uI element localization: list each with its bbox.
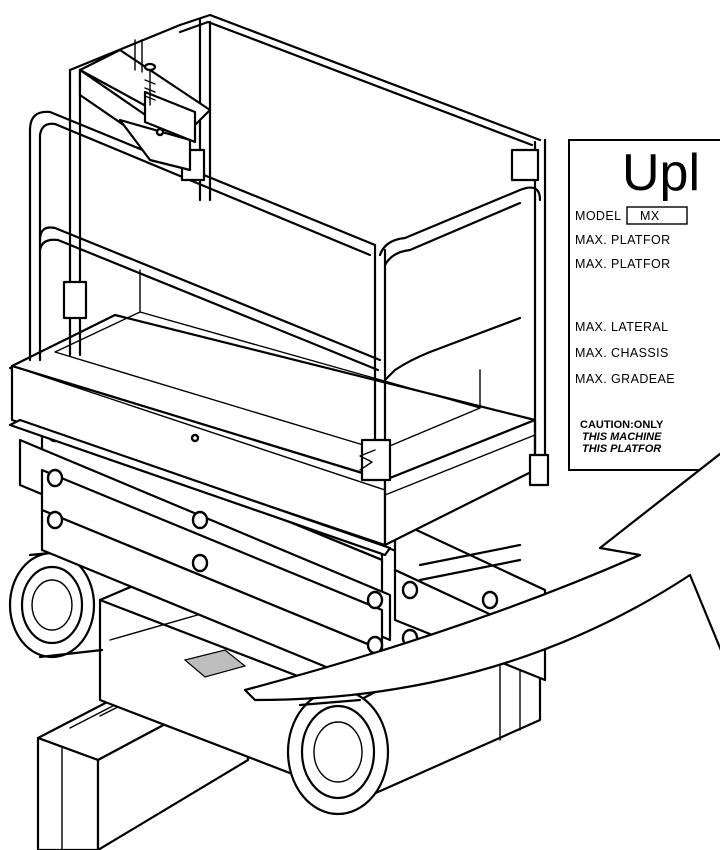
plate-line-2: MAX. PLATFOR [575,257,671,271]
plate-line-5: MAX. GRADEAE [575,372,675,386]
curved-arrow-icon [243,452,720,702]
plate-brand: Upl [622,144,700,202]
guard-rails [28,13,550,487]
plate-caution-2: THIS MACHINE [582,431,662,443]
label-location-marker [183,649,247,678]
platform-deck [8,269,537,557]
plate-line-3: MAX. LATERAL [575,320,668,334]
plate-model-label: MODEL [575,209,621,223]
label-plate: Upl MODEL MX MAX. PLATFOR MAX. PLATFOR M… [568,139,720,471]
rear-left-wheel [8,546,104,659]
plate-line-1: MAX. PLATFOR [575,233,671,247]
plate-caution-1: CAUTION:ONLY [580,419,664,431]
front-right-wheel [286,688,390,816]
plate-caution-3: THIS PLATFOR [582,443,661,455]
control-box [78,39,212,172]
plate-line-4: MAX. CHASSIS [575,346,669,360]
plate-model-value: MX [640,209,660,223]
